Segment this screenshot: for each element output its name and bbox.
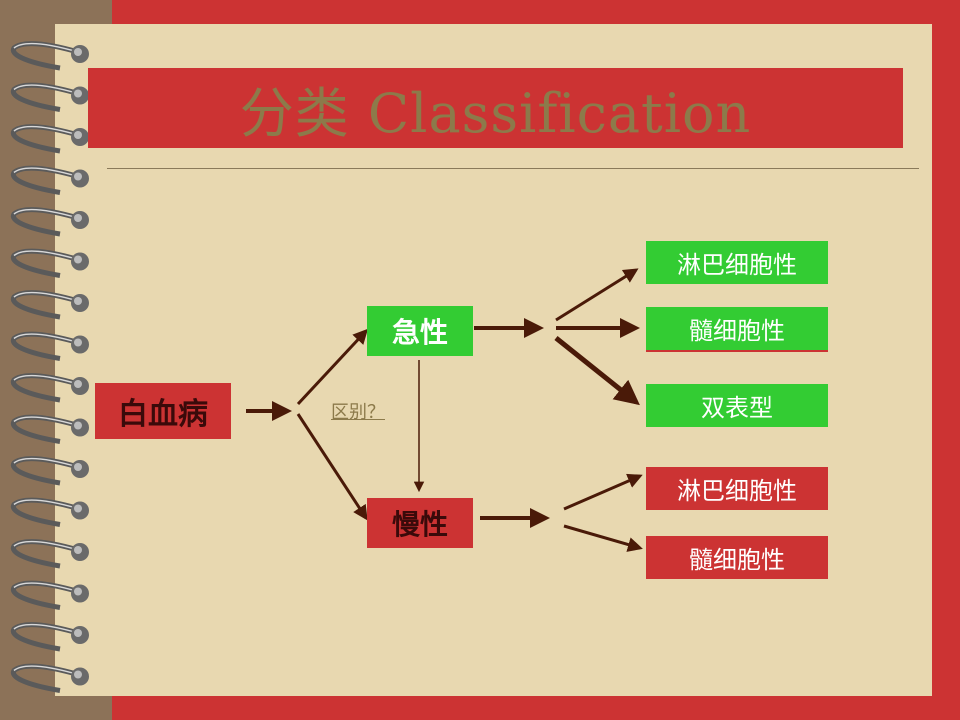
binding-ring [10,248,89,278]
chronic-subtype-label: 淋巴细胞性 [677,477,797,505]
arrow-acute-biphenotypic [554,336,640,406]
acute-label: 急性 [391,316,448,349]
binding-ring [10,82,89,112]
acute-subtype-label: 髓细胞性 [689,317,785,345]
binding-ring [10,663,89,693]
chronic-myelocytic-node: 髓细胞性 [646,536,828,579]
binding-ring [10,165,89,195]
binding-ring [10,331,89,361]
spiral-binding [10,41,89,693]
binding-ring [10,497,89,527]
binding-ring [10,124,89,154]
binding-ring [10,290,89,320]
binding-ring [10,580,89,610]
acute-biphenotypic-node: 双表型 [646,384,828,427]
slide-title: 分类 Classification [239,81,752,145]
binding-ring [10,456,89,486]
chronic-subtype-label: 髓细胞性 [689,546,785,574]
acute-lymphocytic-node: 淋巴细胞性 [646,241,828,284]
arrow-to-chronic [296,413,368,521]
node-chronic: 慢性 [367,498,473,548]
chronic-label: 慢性 [391,508,448,541]
arrow-chronic-lymph [563,473,643,511]
acute-myelocytic-node: 髓细胞性 [646,307,828,352]
root-node-leukemia: 白血病 [95,383,231,439]
arrow-acute-lymph [555,268,639,322]
binding-ring [10,622,89,652]
binding-ring [10,41,89,71]
binding-ring [10,414,89,444]
arrow-to-acute [296,328,369,406]
title-bar: 分类 Classification [88,68,903,148]
root-label: 白血病 [118,397,208,432]
chronic-lymphocytic-node: 淋巴细胞性 [646,467,828,510]
binding-ring [10,207,89,237]
binding-ring [10,539,89,569]
arrow-chronic-myelo [563,524,643,552]
node-acute: 急性 [367,306,473,356]
title-divider [107,168,919,169]
difference-link[interactable]: 区别？ [331,402,385,423]
binding-ring [10,373,89,403]
acute-subtype-label: 双表型 [701,394,773,422]
acute-subtype-label: 淋巴细胞性 [677,251,797,279]
